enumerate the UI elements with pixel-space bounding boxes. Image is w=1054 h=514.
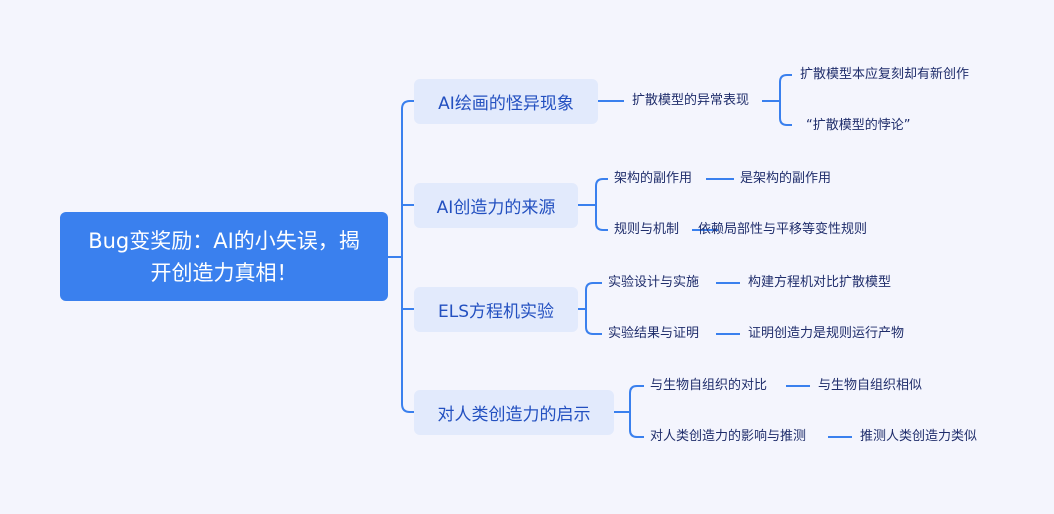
branch-node[interactable]: 对人类创造力的启示	[414, 390, 614, 435]
leaf-node[interactable]: 推测人类创造力类似	[860, 429, 978, 444]
subtopic-node[interactable]: 架构的副作用	[614, 171, 693, 186]
branch-node[interactable]: ELS方程机实验	[414, 287, 578, 332]
leaf-node[interactable]: 是架构的副作用	[740, 171, 832, 186]
leaf-node[interactable]: 依赖局部性与平移等变性规则	[698, 222, 868, 237]
subtopic-node[interactable]: 扩散模型的异常表现	[632, 93, 750, 108]
leaf-node[interactable]: “扩散模型的悖论”	[806, 118, 911, 133]
root-node[interactable]: Bug变奖励：AI的小失误，揭开创造力真相！	[60, 212, 388, 301]
leaf-node[interactable]: 证明创造力是规则运行产物	[748, 326, 905, 341]
leaf-node[interactable]: 扩散模型本应复刻却有新创作	[800, 67, 970, 82]
subtopic-node[interactable]: 规则与机制	[614, 222, 680, 237]
subtopic-node[interactable]: 实验设计与实施	[608, 275, 700, 290]
subtopic-node[interactable]: 与生物自组织的对比	[650, 378, 768, 393]
branch-node[interactable]: AI绘画的怪异现象	[414, 79, 598, 124]
leaf-node[interactable]: 构建方程机对比扩散模型	[748, 275, 892, 290]
leaf-node[interactable]: 与生物自组织相似	[818, 378, 923, 393]
branch-node[interactable]: AI创造力的来源	[414, 183, 578, 228]
subtopic-node[interactable]: 对人类创造力的影响与推测	[650, 429, 807, 444]
subtopic-node[interactable]: 实验结果与证明	[608, 326, 700, 341]
